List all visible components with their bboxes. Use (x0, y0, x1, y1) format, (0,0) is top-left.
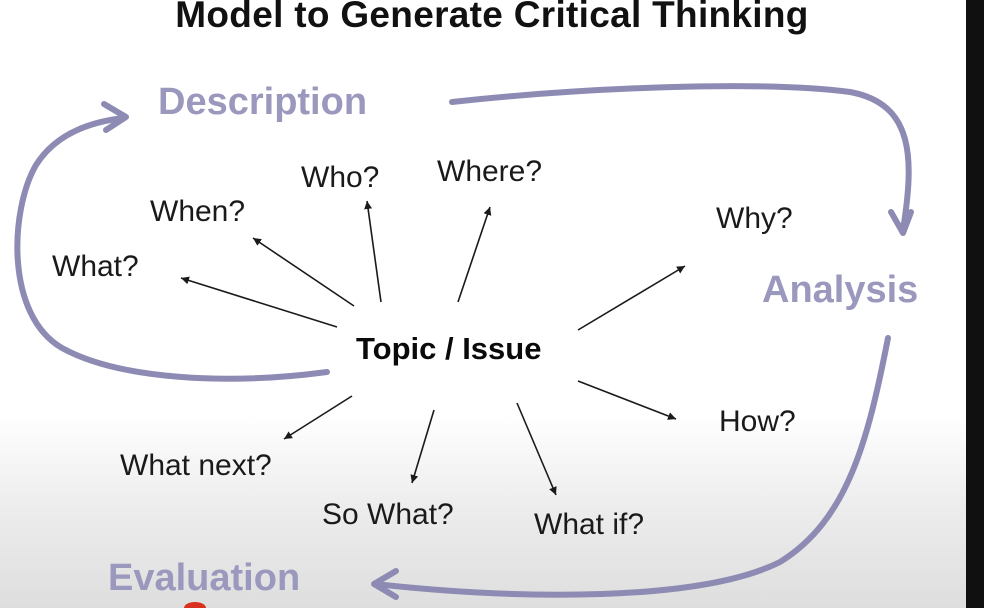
spoke-arrows (180, 200, 686, 496)
question-why: Why? (716, 202, 793, 235)
arrowhead-description (101, 101, 129, 133)
arrowhead-evaluation (371, 568, 399, 600)
stage-analysis: Analysis (762, 269, 919, 311)
question-who: Who? (301, 161, 380, 194)
spoke-so-what (410, 409, 435, 484)
question-so-what: So What? (322, 498, 454, 531)
question-what-if: What if? (534, 508, 645, 541)
question-where: Where? (437, 155, 543, 188)
question-what-next: What next? (120, 449, 272, 482)
spoke-who (364, 200, 382, 303)
question-when: When? (150, 195, 246, 228)
spoke-how (577, 380, 677, 420)
question-how: How? (719, 405, 796, 438)
question-what: What? (52, 250, 139, 283)
cycle-arrows (14, 83, 914, 600)
spoke-what-next (283, 395, 353, 440)
slide-title: Model to Generate Critical Thinking (175, 0, 809, 35)
arrow-topic-to-description (14, 115, 330, 382)
stage-evaluation: Evaluation (108, 557, 301, 599)
spoke-where (457, 206, 492, 303)
spoke-why (577, 265, 686, 331)
arrow-description-to-analysis (449, 83, 912, 233)
spoke-what (180, 276, 338, 328)
spoke-when (252, 237, 355, 307)
topic-issue-label: Topic / Issue (356, 331, 542, 366)
spoke-what-if (516, 402, 557, 496)
stage-description: Description (158, 81, 368, 123)
arrow-analysis-to-evaluation (372, 335, 891, 598)
red-pointer-mark (184, 602, 206, 608)
arrowhead-analysis (888, 209, 914, 236)
